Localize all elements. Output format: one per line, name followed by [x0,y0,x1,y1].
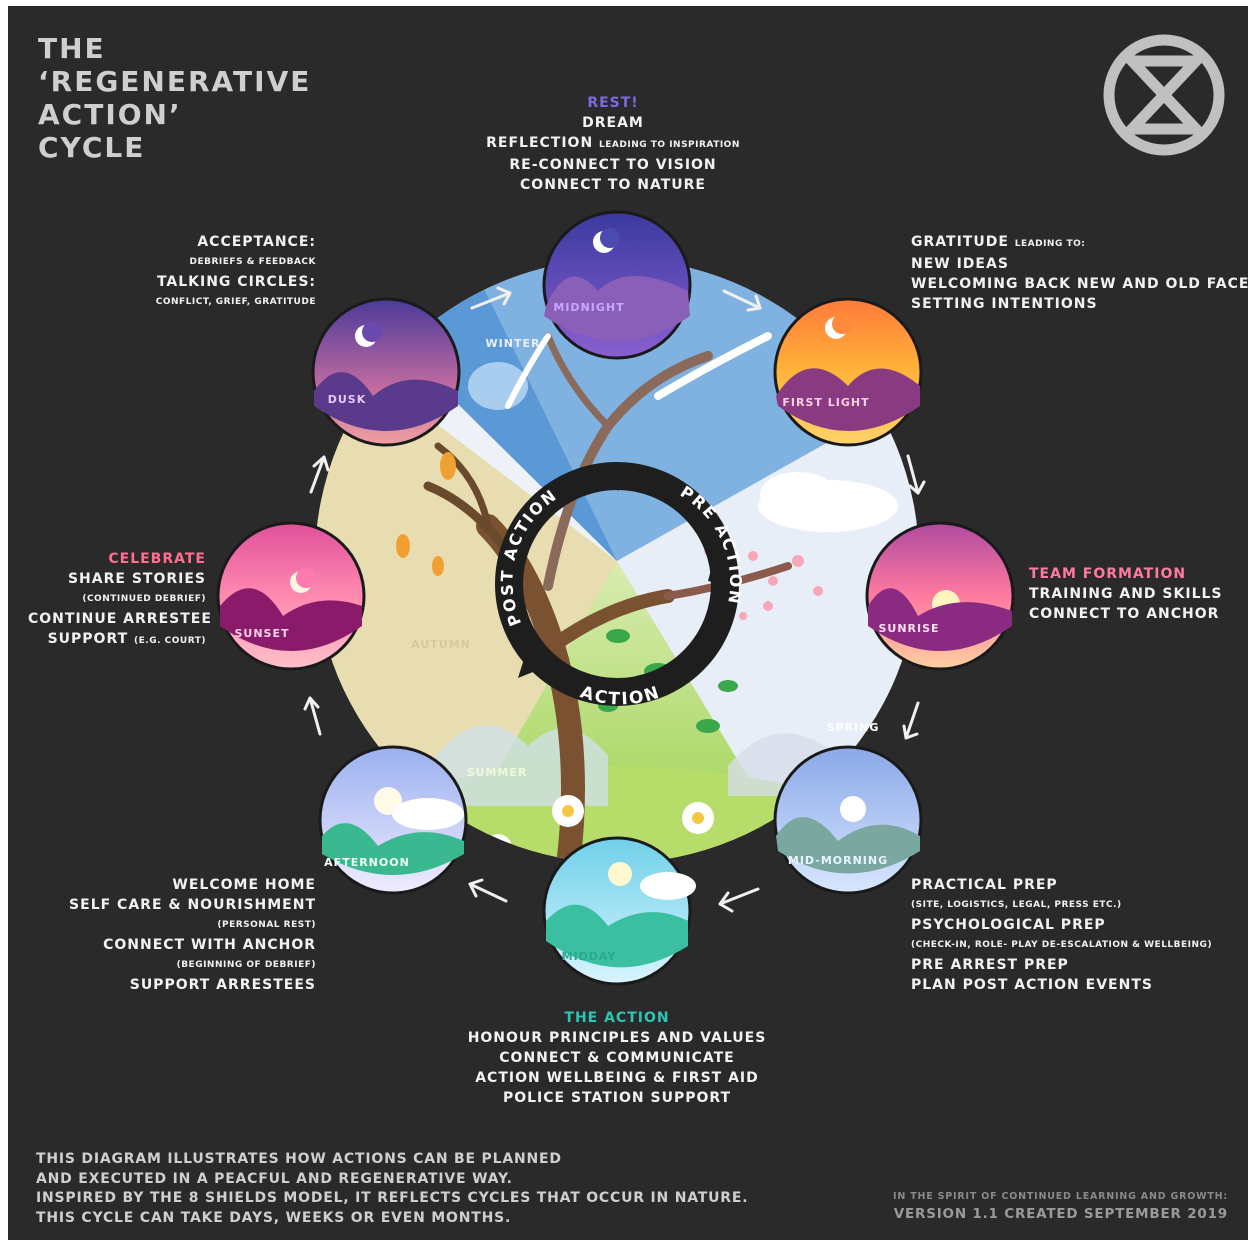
extinction-rebellion-hourglass-icon [1103,34,1225,156]
block-line: SUPPORT (E.G. COURT) [47,631,206,647]
block-line: SETTING INTENTIONS [911,296,1098,312]
block-line: WELCOMING BACK NEW AND OLD FACES [911,276,1248,292]
block-line: DEBRIEFS & FEEDBACK [189,257,316,267]
block-line: CONNECT WITH ANCHOR [103,937,316,953]
phase-dusk: DUSK [311,297,461,447]
block-line: PRACTICAL PREP [911,877,1058,893]
phase-midday: MIDDAY [542,836,696,986]
block-line: PLAN POST ACTION EVENTS [911,977,1153,993]
phase-label: DUSK [328,393,367,406]
block-rest: REST! DREAM REFLECTION LEADING TO INSPIR… [478,93,748,195]
block-gratitude: GRATITUDE LEADING TO: NEW IDEAS WELCOMIN… [911,232,1248,314]
block-the-action: THE ACTION HONOUR PRINCIPLES AND VALUES … [467,1008,767,1108]
version-credits: IN THE SPIRIT OF CONTINUED LEARNING AND … [893,1190,1228,1224]
infographic-canvas: THE ‘REGENERATIVE ACTION’ CYCLE [8,6,1248,1240]
block-line: CONFLICT, GRIEF, GRATITUDE [155,297,316,307]
block-line: HONOUR PRINCIPLES AND VALUES [467,1030,767,1046]
block-heading: TEAM FORMATION [1029,566,1187,582]
arrow-icon [470,286,512,310]
version-line: VERSION 1.1 CREATED SEPTEMBER 2019 [893,1206,1228,1222]
phase-sunrise: SUNRISE [865,521,1015,671]
phase-label: SUNSET [234,627,289,640]
phase-mid-morning: MID-MORNING [773,745,923,895]
credits-line: IN THE SPIRIT OF CONTINUED LEARNING AND … [893,1191,1228,1202]
footer-description: THIS DIAGRAM ILLUSTRATES HOW ACTIONS CAN… [36,1150,748,1228]
phase-sunset: SUNSET [216,521,366,671]
block-line: CONNECT TO ANCHOR [1029,606,1220,622]
block-line: SHARE STORIES [67,571,206,587]
phase-label: MID-MORNING [788,854,888,867]
block-line: CONNECT TO NATURE [520,177,706,193]
block-line: WELCOME HOME [172,877,316,893]
footer-line: AND EXECUTED IN A PEACFUL AND REGENERATI… [36,1170,513,1187]
arrow-icon [303,696,322,736]
block-line: PSYCHOLOGICAL PREP [911,917,1106,933]
block-line: CONTINUE ARRESTEE [28,611,212,627]
block-acceptance: ACCEPTANCE: DEBRIEFS & FEEDBACK TALKING … [108,232,316,312]
block-line: RE-CONNECT TO VISION [509,157,717,173]
phase-midnight: MIDNIGHT [542,210,692,360]
page-title: THE ‘REGENERATIVE ACTION’ CYCLE [38,32,311,164]
block-line: ACCEPTANCE: [197,234,316,250]
footer-line: INSPIRED BY THE 8 SHIELDS MODEL, IT REFL… [36,1190,749,1206]
block-line: REFLECTION LEADING TO INSPIRATION [486,135,740,151]
season-label-winter: WINTER [486,337,541,350]
block-line: TRAINING AND SKILLS [1029,586,1223,602]
block-line: ACTION WELLBEING & FIRST AID [475,1070,759,1086]
footer-line: THIS DIAGRAM ILLUSTRATES HOW ACTIONS CAN… [36,1151,562,1167]
block-line: NEW IDEAS [911,256,1009,272]
block-heading: CELEBRATE [108,551,206,567]
arrow-icon [722,289,762,312]
block-line: SUPPORT ARRESTEES [129,977,316,993]
block-line: (CONTINUED DEBRIEF) [82,594,206,604]
phase-label: MIDNIGHT [553,301,624,314]
footer-line: THIS CYCLE CAN TAKE DAYS, WEEKS OR EVEN … [36,1209,512,1226]
title-line: THE [38,32,106,65]
block-line: POLICE STATION SUPPORT [502,1090,732,1106]
phase-label: MIDDAY [562,950,617,963]
block-line: PRE ARREST PREP [911,957,1069,973]
cycle-arrows [303,286,926,913]
block-line: (CHECK-IN, ROLE- PLAY DE-ESCALATION & WE… [911,940,1213,950]
season-label-spring: SPRING [827,721,880,734]
cycle-diagram: WINTER SPRING SUMMER AUTUMN POST ACTION … [216,34,1225,986]
arrow-icon [902,701,920,740]
block-line: (BEGINNING OF DEBRIEF) [176,960,316,970]
block-prep: PRACTICAL PREP (SITE, LOGISTICS, LEGAL, … [911,875,1212,995]
phase-label: AFTERNOON [324,856,410,869]
title-line: ACTION’ [38,98,182,131]
arrow-icon [718,887,760,913]
block-line: (SITE, LOGISTICS, LEGAL, PRESS ETC.) [911,900,1122,910]
arrow-icon [468,878,508,903]
title-line: CYCLE [38,131,146,164]
block-team-formation: TEAM FORMATION TRAINING AND SKILLS CONNE… [1029,564,1223,624]
phase-afternoon: AFTERNOON [318,745,468,895]
phase-label: FIRST LIGHT [782,396,869,409]
block-welcome-home: WELCOME HOME SELF CARE & NOURISHMENT (PE… [68,875,316,995]
season-label-summer: SUMMER [467,766,528,779]
arrow-icon [906,454,926,495]
block-celebrate: CELEBRATE SHARE STORIES (CONTINUED DEBRI… [28,549,212,651]
phase-label: SUNRISE [878,622,939,635]
block-line: DREAM [582,115,644,131]
block-line: GRATITUDE LEADING TO: [911,234,1086,250]
block-line: TALKING CIRCLES: [156,274,316,290]
title-line: ‘REGENERATIVE [38,65,312,98]
block-line: (PERSONAL REST) [217,920,316,930]
block-heading: THE ACTION [564,1010,670,1026]
arrow-icon [309,455,330,494]
block-heading: REST! [587,95,639,111]
season-label-autumn: AUTUMN [411,638,471,651]
block-line: SELF CARE & NOURISHMENT [69,897,316,913]
block-line: CONNECT & COMMUNICATE [499,1050,735,1066]
phase-first-light: FIRST LIGHT [773,297,923,447]
